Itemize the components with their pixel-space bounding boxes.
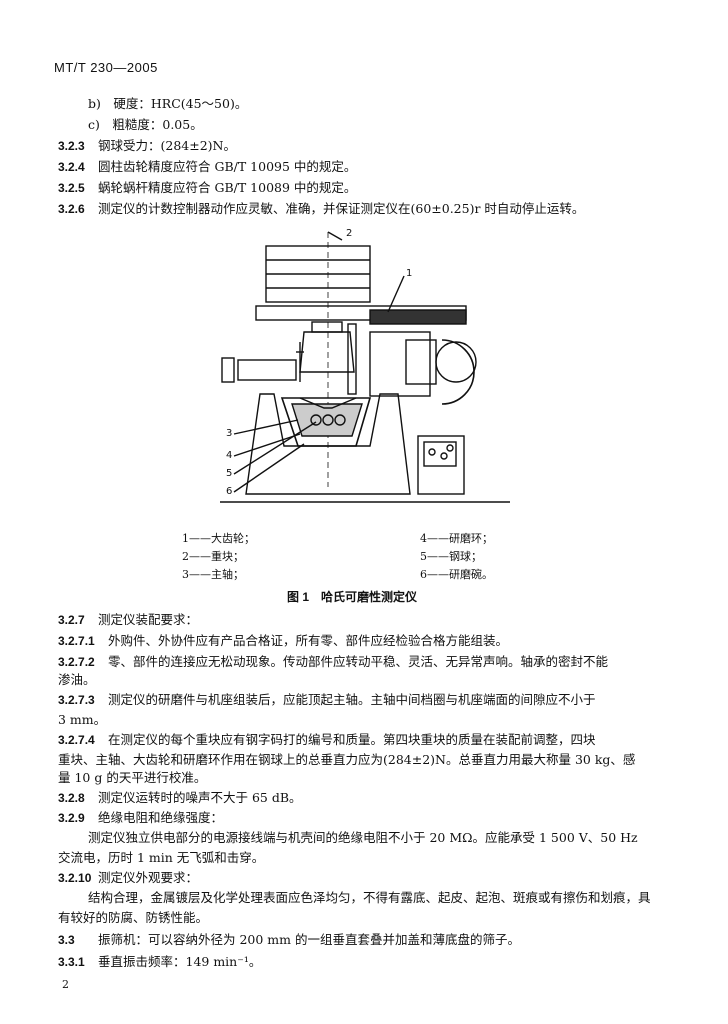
clause-text: b) 硬度：HRC(45～50)。 (88, 96, 248, 111)
clause-line: 渗油。 (58, 672, 96, 688)
clause-text: 测定仪装配要求： (98, 612, 199, 627)
figure-caption: 图 1 哈氏可磨性测定仪 (287, 590, 418, 604)
clause-number: 3.2.7.1 (58, 634, 95, 648)
clause-number: 3.2.7.2 (58, 655, 95, 669)
figure-label: 2 (346, 228, 352, 239)
clause-text: 蜗轮蜗杆精度应符合 GB/T 10089 中的规定。 (98, 180, 357, 195)
clause-text: 测定仪独立供电部分的电源接线端与机壳间的绝缘电阻不小于 20 MΩ。应能承受 1… (88, 830, 638, 845)
clause-line: 有较好的防腐、防锈性能。 (58, 910, 208, 926)
legend-item: 2——重块； (182, 550, 244, 563)
clause-text: 有较好的防腐、防锈性能。 (58, 910, 209, 925)
grindability-tester-figure: 2 1 3 4 5 6 (220, 228, 510, 503)
clause-number: 3.2.6 (58, 202, 85, 216)
clause-text: 测定仪外观要求： (98, 870, 199, 885)
legend-item: 6——研磨碗。 (420, 568, 493, 581)
clause-number: 3.3.1 (58, 955, 85, 969)
clause-text: 3 mm。 (58, 712, 107, 727)
figure-legend-left: 1——大齿轮； 2——重块； 3——主轴； (182, 530, 255, 584)
page-number: 2 (62, 978, 69, 991)
clause-text: 量 10 g 的天平进行校准。 (58, 770, 207, 785)
figure-label: 4 (226, 450, 232, 461)
clause-line: 3.3 振筛机：可以容纳外径为 200 mm 的一组垂直套叠并加盖和薄底盘的筛子。 (58, 932, 520, 948)
clause-number: 3.2.7.4 (58, 733, 95, 747)
legend-item: 4——研磨环； (420, 532, 493, 545)
clause-line: 3.2.10 测定仪外观要求： (58, 870, 198, 886)
clause-text: 交流电，历时 1 min 无飞弧和击穿。 (58, 850, 265, 865)
clause-line: 3.2.7.3 测定仪的研磨件与机座组装后，应能顶起主轴。主轴中间档圈与机座端面的… (58, 692, 596, 708)
clause-text: 圆柱齿轮精度应符合 GB/T 10095 中的规定。 (98, 159, 357, 174)
legend-item: 5——钢球； (420, 550, 482, 563)
clause-line: 3.2.6 测定仪的计数控制器动作应灵敏、准确，并保证测定仪在(60±0.25)r… (58, 201, 584, 217)
clause-line: 3.2.7 测定仪装配要求： (58, 612, 198, 628)
clause-line: 3.2.4 圆柱齿轮精度应符合 GB/T 10095 中的规定。 (58, 159, 356, 175)
clause-line: c) 粗糙度：0.05。 (88, 117, 203, 133)
figure-label: 6 (226, 486, 232, 497)
clause-text: 零、部件的连接应无松动现象。传动部件应转动平稳、灵活、无异常声响。轴承的密封不能 (108, 654, 609, 669)
clause-line: 交流电，历时 1 min 无飞弧和击穿。 (58, 850, 264, 866)
clause-line: b) 硬度：HRC(45～50)。 (88, 96, 247, 112)
clause-line: 3.2.3 钢球受力：(284±2)N。 (58, 138, 236, 154)
clause-line: 3.2.7.1 外购件、外协件应有产品合格证，所有零、部件应经检验合格方能组装。 (58, 633, 508, 649)
clause-number: 3.3 (58, 933, 75, 947)
clause-number: 3.2.8 (58, 791, 85, 805)
clause-text: 垂直振击频率：149 min⁻¹。 (98, 954, 262, 969)
clause-text: 渗油。 (58, 672, 96, 687)
clause-text: 测定仪运转时的噪声不大于 65 dB。 (98, 790, 302, 805)
clause-line: 3.2.5 蜗轮蜗杆精度应符合 GB/T 10089 中的规定。 (58, 180, 356, 196)
clause-line: 测定仪独立供电部分的电源接线端与机壳间的绝缘电阻不小于 20 MΩ。应能承受 1… (88, 830, 638, 846)
clause-text: 测定仪的研磨件与机座组装后，应能顶起主轴。主轴中间档圈与机座端面的间隙应不小于 (108, 692, 596, 707)
clause-text: 在测定仪的每个重块应有钢字码打的编号和质量。第四块重块的质量在装配前调整，四块 (108, 732, 596, 747)
clause-number: 3.2.7 (58, 613, 85, 627)
figure-label: 1 (406, 268, 412, 279)
figure-legend-right: 4——研磨环； 5——钢球； 6——研磨碗。 (420, 530, 493, 584)
document-code: MT/T 230—2005 (54, 60, 158, 75)
clause-line: 重块、主轴、大齿轮和研磨环作用在钢球上的总垂直力应为(284±2)N。总垂直力用… (58, 752, 635, 768)
clause-line: 结构合理，金属镀层及化学处理表面应色泽均匀，不得有露底、起皮、起泡、斑痕或有擦伤… (88, 890, 651, 906)
clause-text: 振筛机：可以容纳外径为 200 mm 的一组垂直套叠并加盖和薄底盘的筛子。 (98, 932, 520, 947)
clause-line: 3 mm。 (58, 712, 106, 728)
clause-text: 外购件、外协件应有产品合格证，所有零、部件应经检验合格方能组装。 (108, 633, 509, 648)
clause-text: 结构合理，金属镀层及化学处理表面应色泽均匀，不得有露底、起皮、起泡、斑痕或有擦伤… (88, 890, 651, 905)
legend-item: 1——大齿轮； (182, 532, 255, 545)
clause-text: 重块、主轴、大齿轮和研磨环作用在钢球上的总垂直力应为(284±2)N。总垂直力用… (58, 752, 636, 767)
clause-number: 3.2.4 (58, 160, 85, 174)
clause-line: 3.2.9 绝缘电阻和绝缘强度： (58, 810, 223, 826)
clause-number: 3.2.10 (58, 871, 92, 885)
figure-label: 3 (226, 428, 232, 439)
clause-number: 3.2.5 (58, 181, 85, 195)
clause-line: 3.3.1 垂直振击频率：149 min⁻¹。 (58, 954, 261, 970)
clause-line: 3.2.7.4 在测定仪的每个重块应有钢字码打的编号和质量。第四块重块的质量在装配… (58, 732, 596, 748)
clause-number: 3.2.9 (58, 811, 85, 825)
clause-text: 测定仪的计数控制器动作应灵敏、准确，并保证测定仪在(60±0.25)r 时自动停… (98, 201, 585, 216)
clause-text: 绝缘电阻和绝缘强度： (98, 810, 224, 825)
clause-line: 3.2.8 测定仪运转时的噪声不大于 65 dB。 (58, 790, 302, 806)
clause-text: 钢球受力：(284±2)N。 (98, 138, 236, 153)
clause-line: 3.2.7.2 零、部件的连接应无松动现象。传动部件应转动平稳、灵活、无异常声响。… (58, 654, 608, 670)
figure-label: 5 (226, 468, 232, 479)
clause-text: c) 粗糙度：0.05。 (88, 117, 203, 132)
clause-line: 量 10 g 的天平进行校准。 (58, 770, 206, 786)
clause-number: 3.2.7.3 (58, 693, 95, 707)
clause-number: 3.2.3 (58, 139, 85, 153)
legend-item: 3——主轴； (182, 568, 244, 581)
